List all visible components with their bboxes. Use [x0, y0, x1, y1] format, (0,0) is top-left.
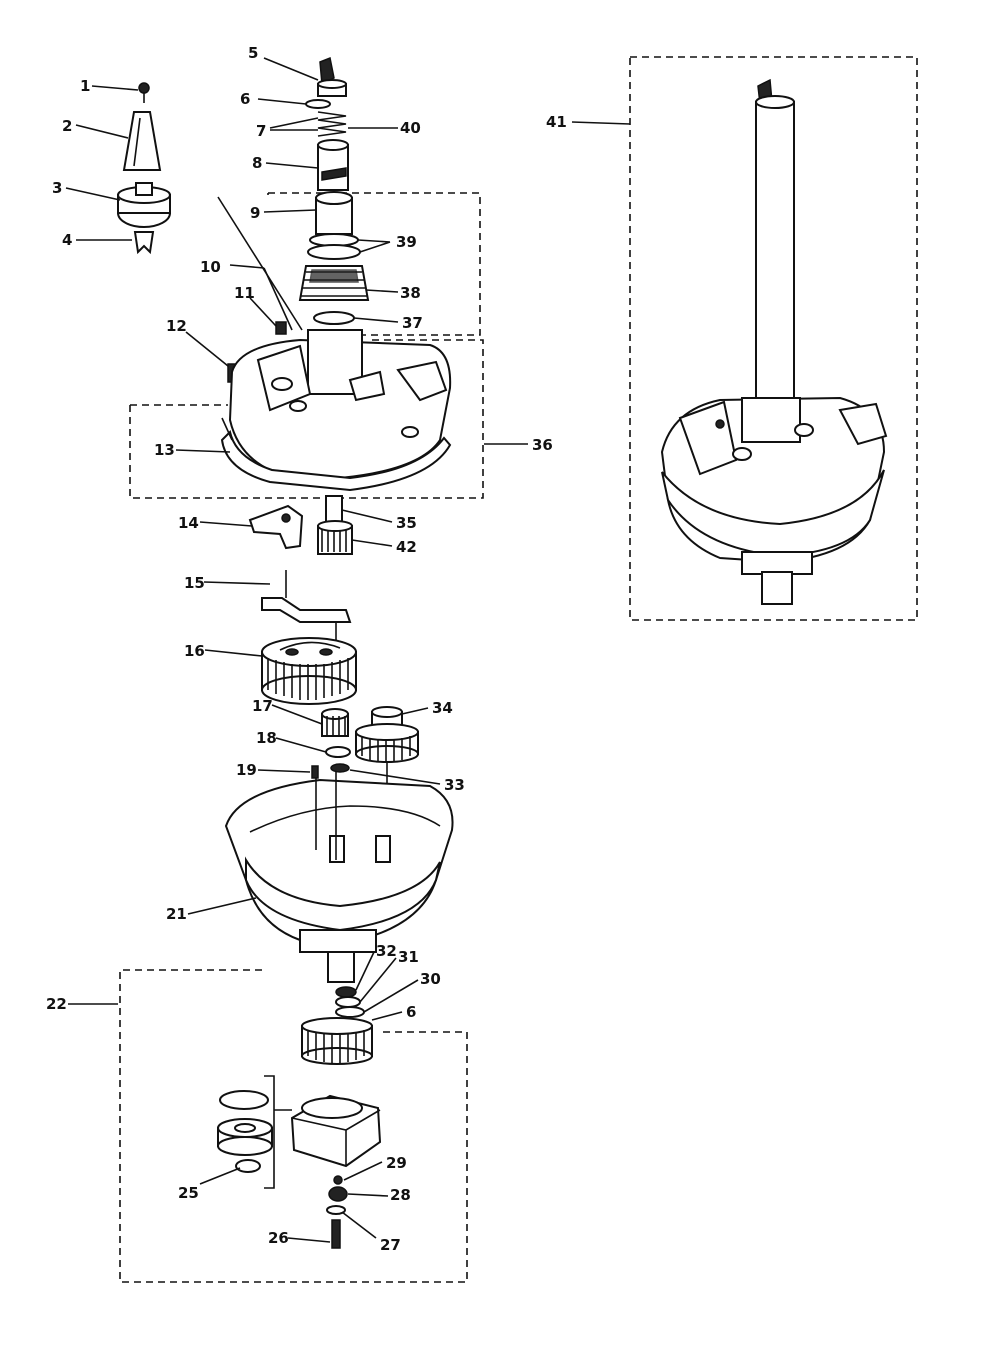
callout-3: 3 [52, 179, 62, 197]
callout-39: 39 [396, 233, 417, 251]
callout-9: 9 [250, 204, 260, 222]
part-15-shift-lever [261, 570, 352, 640]
group-box-36 [129, 339, 484, 499]
callout-25: 25 [178, 1184, 199, 1202]
part-28-washer [328, 1186, 348, 1202]
part-31-washer [335, 996, 361, 1008]
part-30-ring [335, 1006, 365, 1018]
part-39-seals [307, 233, 361, 260]
callout-41: 41 [546, 113, 567, 131]
callout-10: 10 [200, 258, 221, 276]
callout-32: 32 [376, 942, 397, 960]
callout-31: 31 [398, 948, 419, 966]
part-27-bracket [326, 1205, 346, 1215]
part-34-idler-gear [355, 706, 419, 830]
callout-22: 22 [46, 995, 67, 1013]
callout-19: 19 [236, 761, 257, 779]
callout-12: 12 [166, 317, 187, 335]
callout-28: 28 [390, 1186, 411, 1204]
callout-14: 14 [178, 514, 199, 532]
callout-37: 37 [402, 314, 423, 332]
part-17-pinion [321, 708, 349, 737]
part-19-pin [311, 765, 319, 779]
callout-40: 40 [400, 119, 421, 137]
part-37-ring [313, 311, 355, 325]
part-22-pulley [301, 1017, 373, 1065]
callout-34: 34 [432, 699, 453, 717]
callout-38: 38 [400, 284, 421, 302]
part-13-gasket [220, 417, 452, 492]
callout-11: 11 [234, 284, 255, 302]
part-7-spring [317, 111, 347, 137]
callout-16: 16 [184, 642, 205, 660]
bracket-25 [264, 1075, 292, 1189]
callout-8: 8 [252, 154, 262, 172]
part-26-bolt [331, 1219, 341, 1249]
part-ring-a [219, 1090, 269, 1110]
part-3-cam [117, 182, 171, 228]
part-5-shaft-top [317, 56, 347, 97]
part-2-cone-cap [122, 111, 162, 171]
callout-29: 29 [386, 1154, 407, 1172]
callout-1: 1 [80, 77, 90, 95]
part-8-shaft-sleeve [317, 139, 349, 191]
callout-26: 26 [268, 1229, 289, 1247]
part-33-washer [330, 763, 350, 773]
callout-15: 15 [184, 574, 205, 592]
part-14-shift-fork [248, 504, 304, 550]
callout-21: 21 [166, 905, 187, 923]
callout-7: 7 [256, 122, 266, 140]
part-36-gearcase-cover [228, 329, 452, 480]
group-box-22 [119, 969, 468, 1283]
part-16-drive-gear [261, 637, 357, 705]
part-1-screw [138, 82, 150, 103]
callout-27: 27 [380, 1236, 401, 1254]
callout-33: 33 [444, 776, 465, 794]
part-32-washer [335, 986, 357, 998]
callout-5: 5 [248, 44, 258, 62]
callout-17: 17 [252, 697, 273, 715]
part-21-gearcase [224, 772, 454, 983]
part-38-boot [298, 265, 370, 301]
callout-42: 42 [396, 538, 417, 556]
part-9-coupling [315, 191, 353, 235]
callout-6b: 6 [406, 1003, 416, 1021]
callout-30: 30 [420, 970, 441, 988]
part-41-transmission-assembly [660, 78, 888, 605]
part-42-pinion [317, 520, 353, 555]
part-6-ring [305, 99, 331, 109]
callout-labels: 1 2 3 4 5 6 7 8 9 10 11 12 13 14 15 16 1… [46, 44, 567, 1254]
callout-2: 2 [62, 117, 72, 135]
group-box-41 [629, 56, 918, 621]
callout-13: 13 [154, 441, 175, 459]
part-4-clip [133, 231, 155, 255]
part-18-washer [325, 746, 351, 758]
leader-lines [65, 57, 631, 1243]
part-29-ball [333, 1175, 343, 1185]
part-ring-b [217, 1118, 273, 1156]
callout-35: 35 [396, 514, 417, 532]
callout-18: 18 [256, 729, 277, 747]
callout-36: 36 [532, 436, 553, 454]
callout-6a: 6 [240, 90, 250, 108]
group-box-10 [217, 192, 481, 336]
callout-4: 4 [62, 231, 72, 249]
part-brake-block [290, 1094, 382, 1168]
part-25-nut [235, 1159, 261, 1173]
part-11-plug [275, 321, 287, 335]
